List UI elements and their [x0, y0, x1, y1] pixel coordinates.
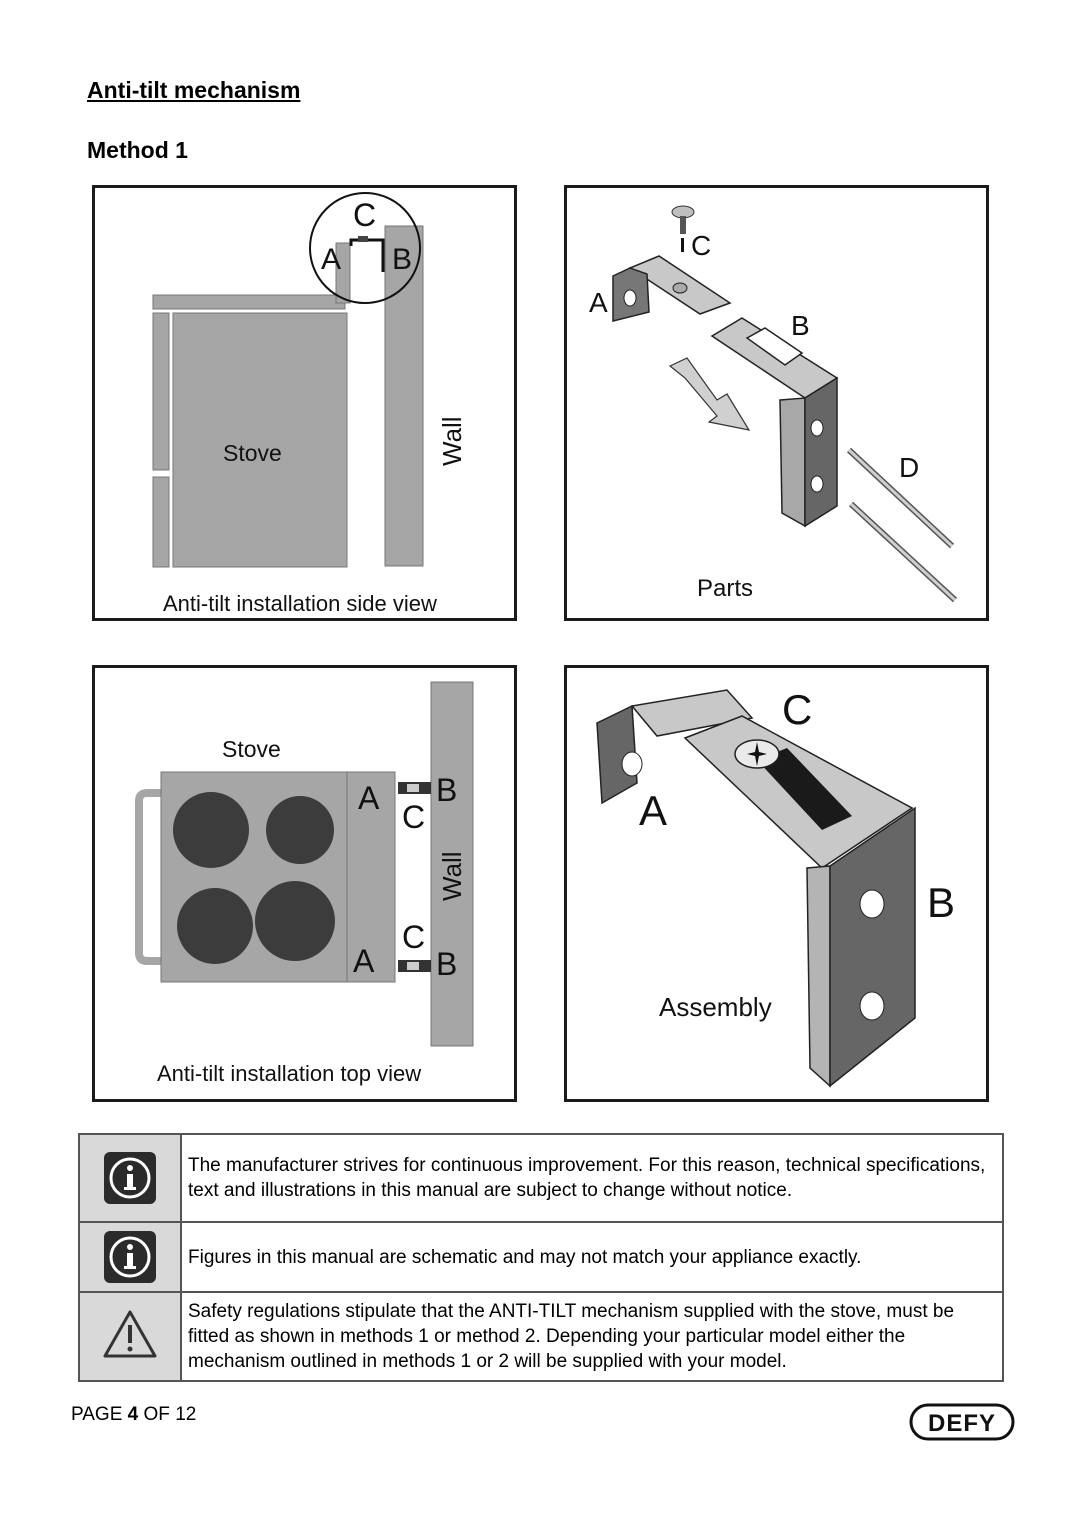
wall-plug-upper — [846, 447, 955, 549]
bracket-upper-screw — [407, 784, 419, 792]
top-a1-label: A — [358, 780, 380, 816]
note-icon-cell — [78, 1133, 182, 1223]
assembly-panel: C A B Assembly — [564, 665, 989, 1102]
stove-rear-section — [346, 771, 396, 983]
parts-diagram: C A B D Parts — [589, 205, 958, 603]
callout-b-label: B — [392, 243, 412, 276]
assembly-diagram: C A B Assembly — [596, 686, 955, 1088]
top-view-caption: Anti-tilt installation top view — [157, 1061, 421, 1086]
assembly-c-label: C — [782, 686, 812, 733]
top-c2-label: C — [402, 919, 425, 955]
part-a-nut — [672, 282, 688, 294]
note-row: The manufacturer strives for continuous … — [78, 1133, 1004, 1223]
part-b-hole-lower — [810, 475, 824, 493]
part-b-label: B — [791, 310, 810, 341]
wall-label: Wall — [437, 416, 467, 466]
page-prefix: PAGE — [71, 1404, 128, 1425]
part-b-slot — [745, 327, 804, 366]
part-d-label: D — [899, 452, 919, 483]
part-b-vertical-edge — [779, 397, 806, 528]
page-number: PAGE 4 OF 12 — [71, 1404, 196, 1426]
bracket-b-edge — [806, 865, 831, 1088]
warning-icon — [102, 1308, 158, 1365]
logo-text: DEFY — [928, 1410, 996, 1437]
stove-label: Stove — [222, 736, 281, 762]
note-text: Figures in this manual are schematic and… — [180, 1221, 1004, 1293]
parts-caption: Parts — [697, 575, 753, 602]
top-a2-label: A — [353, 943, 375, 979]
method-title: Method 1 — [87, 137, 188, 163]
page-current: 4 — [127, 1404, 139, 1425]
note-icon-cell — [78, 1221, 182, 1293]
bracket-b-vertical — [829, 806, 916, 1088]
bracket-b-slot — [757, 748, 852, 830]
screw-head — [358, 236, 368, 242]
bracket-b-hole-upper — [859, 889, 885, 919]
bracket-a-top — [630, 689, 754, 737]
top-b2-label: B — [436, 946, 457, 982]
part-b-vertical — [804, 376, 838, 528]
direction-arrow-icon — [668, 357, 751, 431]
part-c-label: C — [691, 230, 711, 261]
part-a-hole — [623, 289, 637, 307]
info-icon — [104, 1231, 156, 1283]
part-b-hole-upper — [810, 419, 824, 437]
page-total: OF 12 — [138, 1404, 197, 1425]
bracket-a-side — [596, 704, 638, 805]
top-view-panel: Stove A B C C A B Wall Anti-tilt install… — [92, 665, 517, 1102]
callout-circle — [309, 192, 421, 304]
note-text: The manufacturer strives for continuous … — [180, 1133, 1004, 1223]
countertop — [152, 294, 346, 310]
side-view-diagram: C A B Stove Wall Anti-tilt installation … — [152, 192, 467, 616]
assembly-a-label: A — [639, 787, 667, 834]
callout-c-label: C — [353, 197, 376, 233]
callout-a-label: A — [321, 243, 341, 276]
stove-body — [172, 312, 348, 568]
part-a-label: A — [589, 287, 608, 318]
bracket-lower-screw — [407, 962, 419, 970]
defy-logo: DEFY — [909, 1403, 1015, 1441]
phillips-cross-icon — [747, 742, 767, 766]
assembly-caption: Assembly — [659, 992, 772, 1022]
info-icon — [104, 1152, 156, 1204]
bracket-b-hole-lower — [859, 991, 885, 1021]
side-view-panel: C A B Stove Wall Anti-tilt installation … — [92, 185, 517, 621]
top-b1-label: B — [436, 772, 457, 808]
hotplate-rear-left — [173, 792, 249, 868]
assembly-b-label: B — [927, 879, 955, 926]
note-text: Safety regulations stipulate that the AN… — [180, 1291, 1004, 1382]
stove-backguard — [335, 242, 351, 304]
note-row: Figures in this manual are schematic and… — [78, 1221, 1004, 1293]
hotplate-front-left — [177, 888, 253, 964]
wall-section — [430, 681, 474, 1047]
bracket-a-hole — [621, 751, 643, 777]
screw-c-guide-line — [681, 238, 684, 252]
stove-handle — [135, 789, 163, 965]
wall-section — [384, 225, 424, 567]
top-view-diagram: Stove A B C C A B Wall Anti-tilt install… — [135, 681, 474, 1086]
parts-panel: C A B D Parts — [564, 185, 989, 621]
stove-label: Stove — [223, 440, 282, 466]
wall-label: Wall — [437, 851, 467, 901]
side-view-caption: Anti-tilt installation side view — [163, 591, 437, 616]
hotplate-front-right — [255, 881, 335, 961]
bracket-shape — [349, 238, 385, 272]
wall-plug-lower — [848, 501, 958, 603]
stove-door-upper — [152, 312, 170, 471]
note-row: Safety regulations stipulate that the AN… — [78, 1291, 1004, 1382]
hotplate-rear-right — [266, 796, 334, 864]
note-icon-cell — [78, 1291, 182, 1382]
screw-c-shank — [680, 216, 686, 234]
notes-table: The manufacturer strives for continuous … — [78, 1133, 1004, 1382]
top-c1-label: C — [402, 799, 425, 835]
stove-door-lower — [152, 476, 170, 568]
section-title: Anti-tilt mechanism — [87, 77, 301, 103]
